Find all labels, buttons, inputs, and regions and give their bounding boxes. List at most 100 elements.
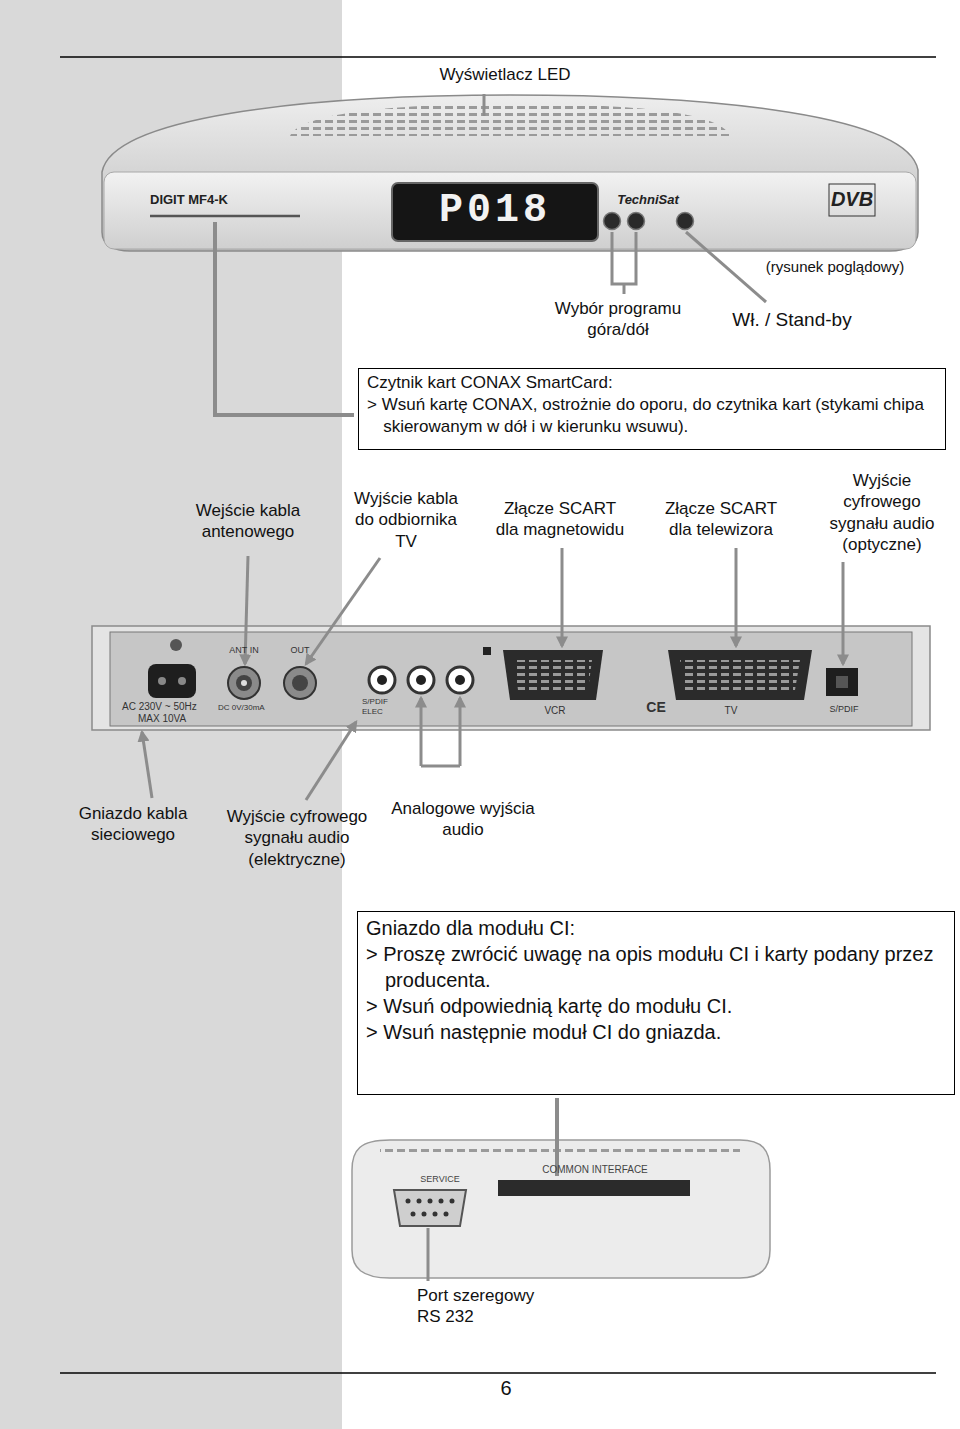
- receiver-back: [668, 650, 812, 700]
- leader-line: [306, 558, 380, 664]
- receiver-back: [241, 680, 247, 686]
- receiver-back: [680, 660, 800, 690]
- receiver-side: [394, 1190, 466, 1226]
- callout-label: Wejście kabla antenowego: [188, 500, 308, 543]
- receiver-back: [408, 667, 434, 693]
- receiver-front: [104, 172, 916, 249]
- brand-logo: TechniSat: [598, 192, 698, 208]
- receiver-front: [677, 213, 694, 230]
- receiver-side: [380, 1148, 740, 1156]
- callout-label: Gniazdo kabla sieciowego: [68, 803, 198, 846]
- callout-label: Wyjście kabla do odbiornika TV: [346, 488, 466, 552]
- receiver-front: [392, 183, 598, 241]
- box-instruction: > Wsuń następnie moduł CI do gniazda.: [366, 1019, 946, 1045]
- leader-line: [142, 732, 152, 798]
- receiver-front: [829, 184, 875, 216]
- receiver-back: [483, 647, 491, 655]
- receiver-front: [150, 215, 300, 218]
- receiver-side: [450, 1199, 455, 1204]
- receiver-back: [170, 639, 182, 651]
- receiver-back: [110, 632, 912, 726]
- receiver-back: [292, 675, 308, 691]
- leader-line: [842, 562, 845, 664]
- model-name: DIGIT MF4-K: [150, 192, 270, 208]
- callout-label: Port szeregowy RS 232: [417, 1285, 557, 1328]
- callout-label: Wyjście cyfrowego sygnału audio (optyczn…: [827, 470, 937, 555]
- note-label: (rysunek poglądowy): [740, 258, 930, 277]
- receiver-side: [428, 1199, 433, 1204]
- receiver-side: [444, 1212, 449, 1217]
- box-instruction: > Wsuń odpowiednią kartę do modułu CI.: [366, 993, 946, 1019]
- leader-line: [427, 1228, 430, 1281]
- receiver-back: [826, 668, 858, 696]
- leader-line: [142, 94, 843, 1281]
- callout-label: Złącze SCART dla magnetowidu: [493, 498, 627, 541]
- panel-print: S/PDIF: [818, 704, 870, 715]
- receiver-back: [92, 626, 930, 730]
- page-rule: [60, 57, 936, 1373]
- receiver-side: [406, 1199, 455, 1217]
- receiver-side: [498, 1180, 690, 1196]
- leader-line: [215, 222, 354, 415]
- receiver-front: [290, 104, 730, 136]
- page-number: 6: [486, 1376, 526, 1401]
- receiver-back: [228, 667, 260, 699]
- receiver-side: [411, 1212, 416, 1217]
- receiver-back: [178, 677, 186, 685]
- receiver-side: [406, 1199, 411, 1204]
- receiver-front: [628, 213, 645, 230]
- leader-line: [420, 698, 423, 766]
- callout-box: Gniazdo dla modułu CI:> Proszę zwrócić u…: [357, 911, 955, 1095]
- panel-print: ANT IN: [218, 645, 270, 656]
- receiver-back: [92, 626, 930, 730]
- leader-line: [306, 722, 356, 800]
- receiver-side: [352, 1140, 770, 1278]
- callout-label: Wyświetlacz LED: [415, 64, 595, 85]
- box-instruction: > Wsuń kartę CONAX, ostrożnie do oporu, …: [367, 394, 937, 438]
- leader-line: [483, 94, 486, 116]
- receiver-side: [352, 1140, 770, 1278]
- receiver-back: [236, 675, 252, 691]
- receiver-back: [377, 675, 387, 685]
- panel-print: AC 230V ~ 50Hz: [122, 701, 212, 714]
- leader-line: [561, 548, 564, 646]
- leader-line: [623, 284, 626, 294]
- panel-print: OUT: [282, 645, 318, 656]
- receiver-side: [422, 1212, 427, 1217]
- leader-line: [612, 232, 636, 284]
- receiver-back: [284, 667, 316, 699]
- receiver-back: [836, 676, 848, 688]
- receiver-back: [455, 675, 465, 685]
- panel-print: COMMON INTERFACE: [520, 1164, 670, 1177]
- panel-print: SERVICE: [405, 1174, 475, 1185]
- receiver-front: [604, 213, 621, 230]
- panel-print: CE: [643, 699, 669, 717]
- page-rule: [60, 56, 936, 58]
- receiver-side: [439, 1199, 444, 1204]
- box-instruction: > Proszę zwrócić uwagę na opis modułu CI…: [366, 941, 946, 993]
- led-display-text: P018: [392, 189, 598, 233]
- receiver-back: [158, 677, 166, 685]
- panel-print: MAX 10VA: [138, 713, 208, 726]
- panel-print: S/PDIF ELEC: [362, 697, 400, 717]
- receiver-side: [433, 1212, 438, 1217]
- receiver-front: [102, 95, 918, 251]
- leader-line: [459, 698, 462, 766]
- box-heading: Gniazdo dla modułu CI:: [366, 915, 946, 941]
- receiver-back: [148, 664, 196, 698]
- receiver-back: [514, 660, 592, 690]
- panel-print: TV: [716, 705, 746, 718]
- receiver-back: [447, 667, 473, 693]
- dvb-logo: DVB: [829, 187, 875, 212]
- receiver-back: [416, 675, 426, 685]
- callout-label: Wyjście cyfrowego sygnału audio (elektry…: [217, 806, 377, 870]
- callout-label: Złącze SCART dla telewizora: [654, 498, 788, 541]
- callout-label: Wł. / Stand-by: [712, 308, 872, 332]
- callout-box: Czytnik kart CONAX SmartCard:> Wsuń kart…: [358, 368, 946, 450]
- callout-label: Wybór programu góra/dół: [543, 298, 693, 341]
- leader-line: [421, 765, 460, 768]
- panel-print: DC 0V/30mA: [218, 703, 278, 713]
- panel-print: VCR: [535, 705, 575, 718]
- leader-line: [735, 548, 738, 646]
